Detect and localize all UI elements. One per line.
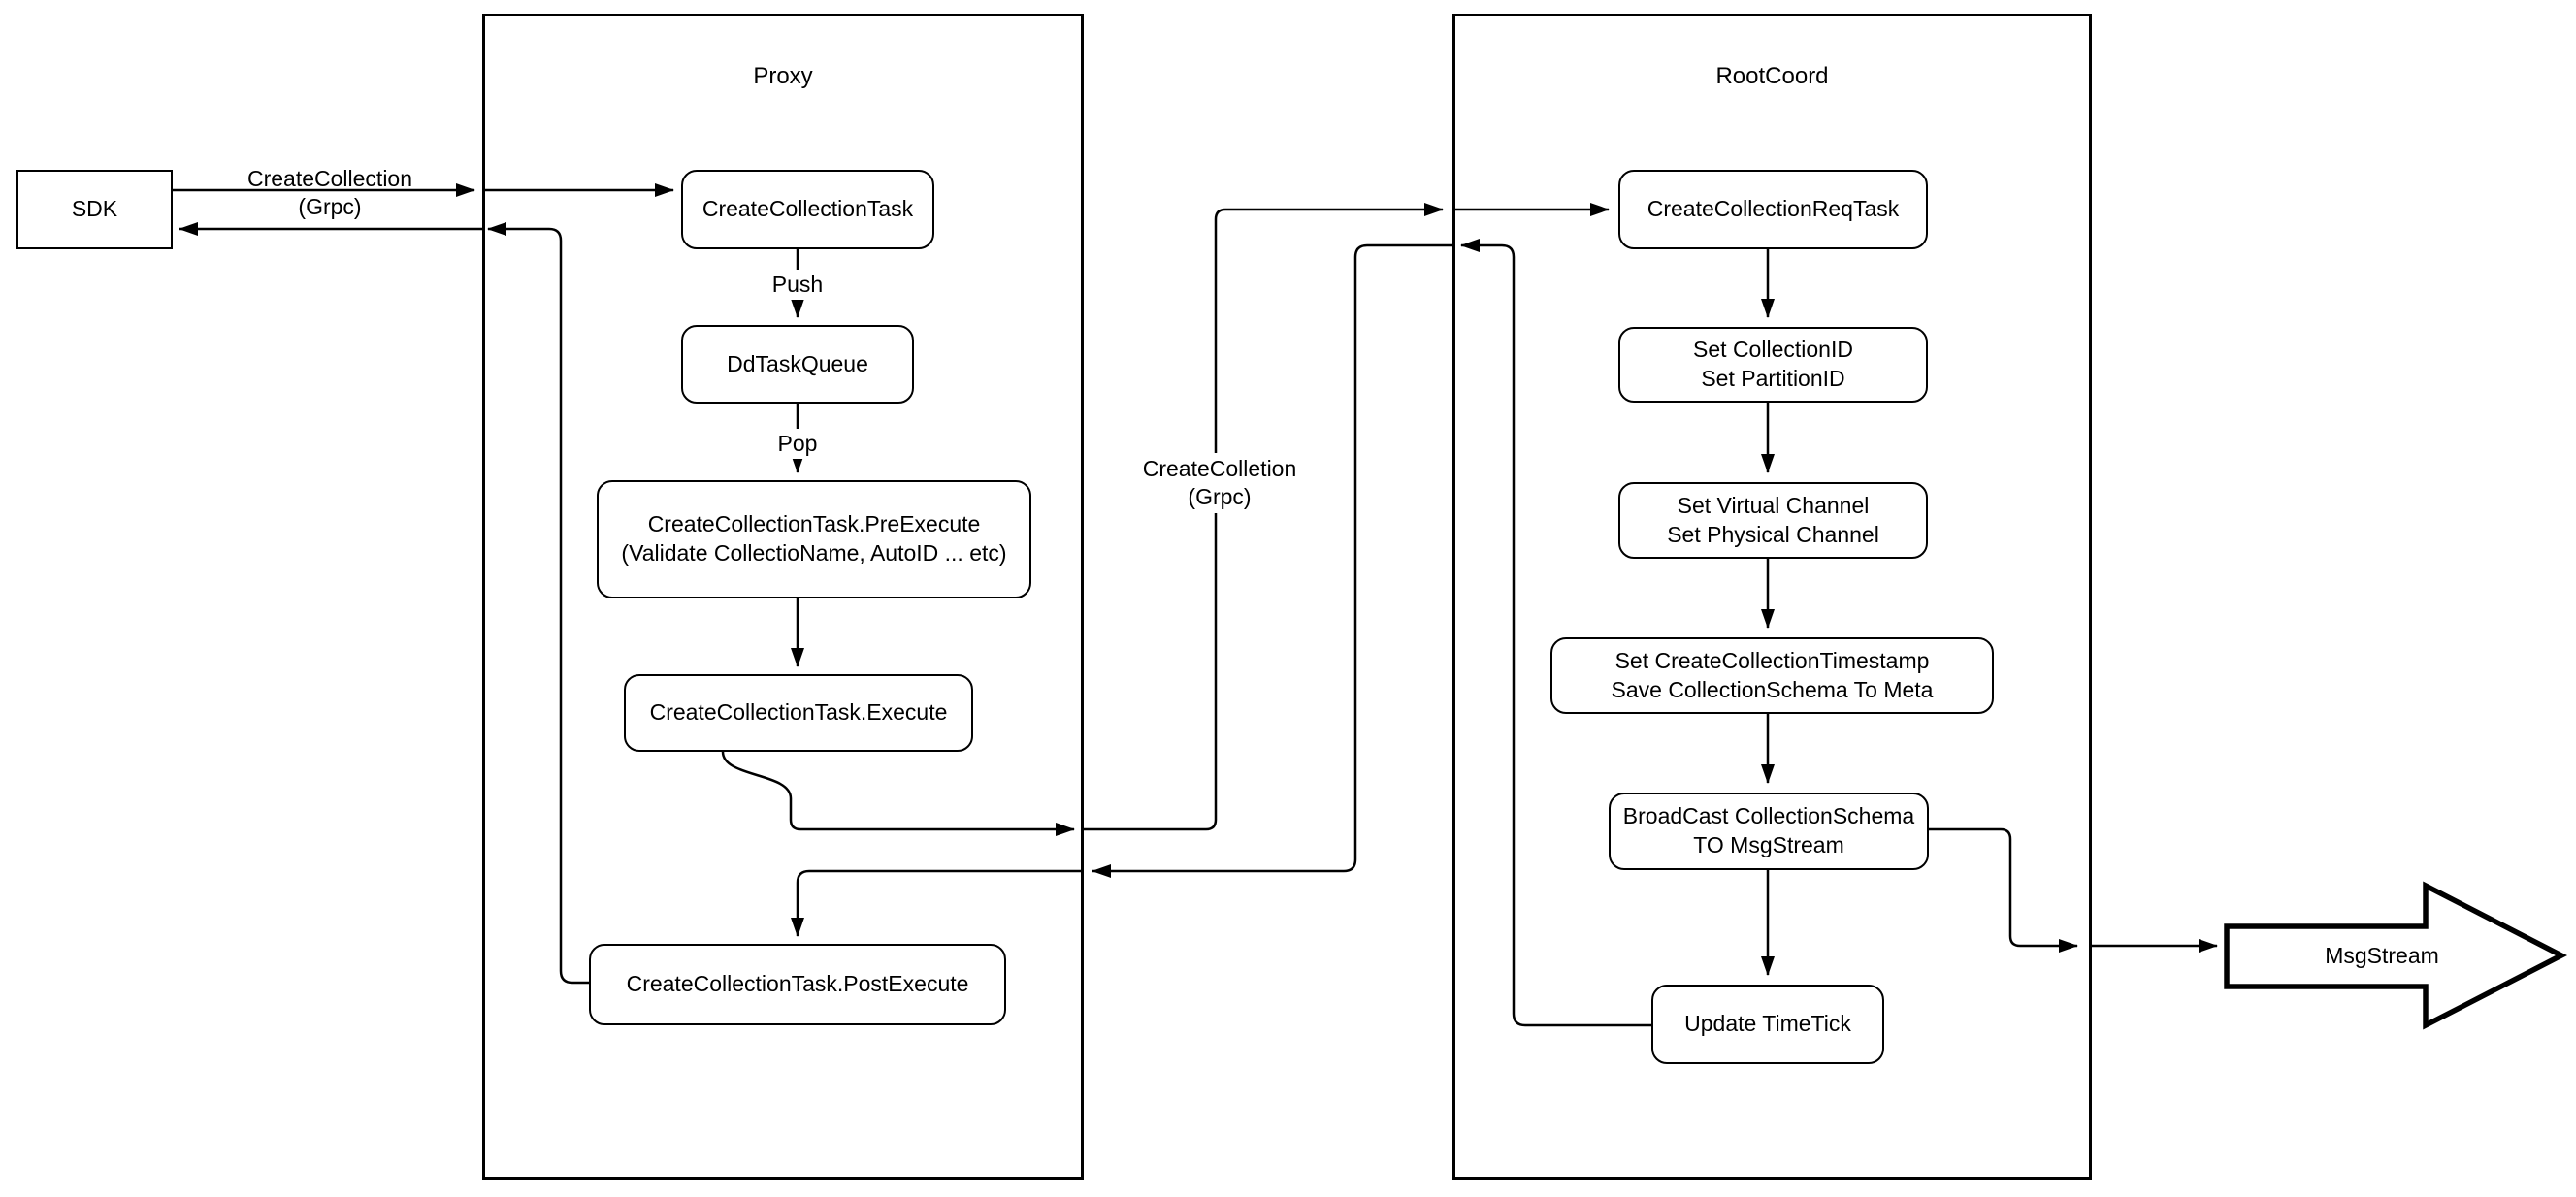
update-timetick-box: Update TimeTick <box>1651 985 1884 1064</box>
edge-broadcast-to-border <box>1929 827 2078 953</box>
broadcast-line2: TO MsgStream <box>1693 832 1844 857</box>
set-timestamp-line1: Set CreateCollectionTimestamp <box>1614 647 1930 673</box>
edge-label-push: Push <box>761 270 834 300</box>
pop-label: Pop <box>777 431 818 457</box>
set-timestamp-line2: Save CollectionSchema To Meta <box>1611 676 1934 702</box>
create-collection-reqtask-label: CreateCollectionReqTask <box>1647 196 1900 222</box>
sdk-label: SDK <box>71 196 118 222</box>
post-execute-label: CreateCollectionTask.PostExecute <box>626 971 969 997</box>
edge-label-create-colletion-line1: CreateColletion <box>1142 456 1297 482</box>
set-collection-id-line2: Set PartitionID <box>1701 366 1845 391</box>
execute-label: CreateCollectionTask.Execute <box>649 699 948 726</box>
edge-label-create-collection-grpc: CreateCollection (Grpc) <box>223 163 437 223</box>
msgstream-label: MsgStream <box>2266 943 2498 969</box>
edge-label-create-colletion-grpc: CreateColletion (Grpc) <box>1125 453 1314 513</box>
broadcast-box: BroadCast CollectionSchema TO MsgStream <box>1609 793 1929 870</box>
pre-execute-box: CreateCollectionTask.PreExecute (Validat… <box>597 480 1031 598</box>
set-channel-line1: Set Virtual Channel <box>1677 492 1870 518</box>
set-collection-id-box: Set CollectionID Set PartitionID <box>1618 327 1928 403</box>
edge-proxy-to-rootcoord <box>1084 203 1444 831</box>
edge-timetick-to-border <box>1460 239 1651 1027</box>
create-collection-reqtask-box: CreateCollectionReqTask <box>1618 170 1928 249</box>
set-timestamp-box: Set CreateCollectionTimestamp Save Colle… <box>1550 637 1994 714</box>
edge-label-create-collection-line2: (Grpc) <box>298 194 362 219</box>
execute-box: CreateCollectionTask.Execute <box>624 674 973 752</box>
proxy-container: Proxy <box>482 14 1084 1180</box>
create-collection-task-label: CreateCollectionTask <box>701 196 914 222</box>
push-label: Push <box>771 272 824 298</box>
update-timetick-label: Update TimeTick <box>1684 1011 1851 1037</box>
pre-execute-line2: (Validate CollectioName, AutoID ... etc) <box>621 540 1007 566</box>
edge-label-pop: Pop <box>766 429 830 459</box>
set-collection-id-line1: Set CollectionID <box>1693 337 1853 363</box>
set-channel-line2: Set Physical Channel <box>1667 521 1879 547</box>
msgstream-arrow-shape <box>2224 881 2568 1030</box>
edge-rootcoord-to-proxy-return <box>1092 243 1452 878</box>
dd-task-queue-box: DdTaskQueue <box>681 325 914 404</box>
dd-task-queue-label: DdTaskQueue <box>727 350 868 376</box>
sdk-box: SDK <box>16 170 173 249</box>
edge-label-create-colletion-line2: (Grpc) <box>1188 484 1252 509</box>
create-collection-task-box: CreateCollectionTask <box>681 170 934 249</box>
edge-execute-to-proxy-border <box>721 751 1075 836</box>
rootcoord-title: RootCoord <box>1715 63 1829 89</box>
msgstream-label-text: MsgStream <box>2325 943 2439 968</box>
set-channel-box: Set Virtual Channel Set Physical Channel <box>1618 482 1928 559</box>
edge-label-create-collection-line1: CreateCollection <box>246 166 413 192</box>
post-execute-box: CreateCollectionTask.PostExecute <box>589 944 1006 1025</box>
pre-execute-line1: CreateCollectionTask.PreExecute <box>647 511 981 537</box>
broadcast-line1: BroadCast CollectionSchema <box>1622 803 1915 829</box>
proxy-title: Proxy <box>753 63 813 89</box>
edge-border-to-postexecute <box>791 869 1084 937</box>
edge-postexecute-to-proxy-border <box>487 222 589 985</box>
rootcoord-container: RootCoord <box>1452 14 2092 1180</box>
